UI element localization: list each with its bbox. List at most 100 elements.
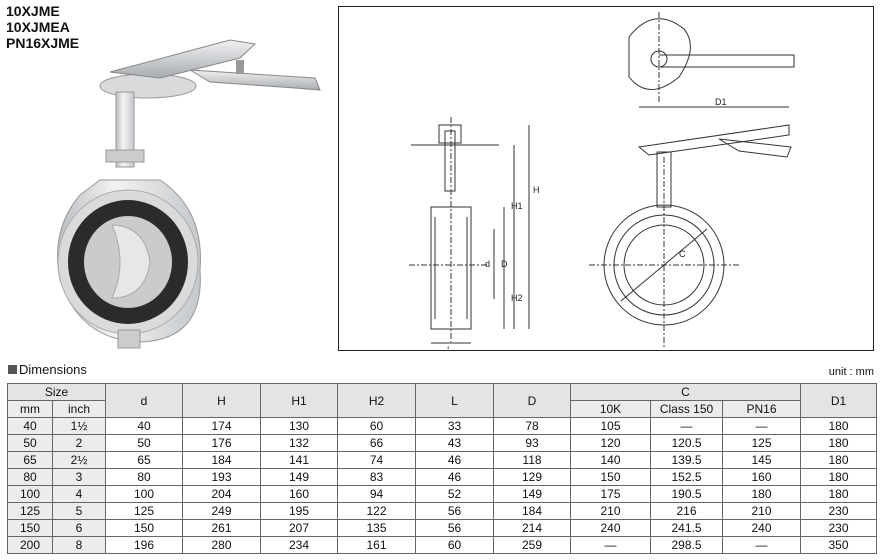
unit-label: unit : mm xyxy=(828,366,874,378)
cell-h2: 161 xyxy=(337,536,416,554)
cell-h: 193 xyxy=(182,468,261,486)
cell-inch: 8 xyxy=(52,536,106,554)
cell-inch: 3 xyxy=(52,468,106,486)
label-h1: H1 xyxy=(511,201,523,211)
cell-c-class150: 298.5 xyxy=(650,536,723,554)
cell-c-10k: 175 xyxy=(570,485,651,503)
col-header-h: H xyxy=(182,383,261,418)
cell-c-10k: 140 xyxy=(570,451,651,469)
cell-c-class150: 241.5 xyxy=(650,519,723,537)
cell-d: 50 xyxy=(105,434,183,452)
col-header-mm: mm xyxy=(7,400,53,418)
cell-mm: 150 xyxy=(7,519,53,537)
dimension-drawing: H H1 H2 d D L D1 C xyxy=(338,6,874,355)
cell-d: 80 xyxy=(105,468,183,486)
model-list: 10XJME 10XJMEA PN16XJME xyxy=(6,3,79,51)
cell-c-10k: 210 xyxy=(570,502,651,520)
label-d-large: D xyxy=(501,259,508,269)
cell-h1: 160 xyxy=(260,485,338,503)
model-name: 10XJMEA xyxy=(6,19,70,35)
cell-inch: 4 xyxy=(52,485,106,503)
cell-c-class150: 152.5 xyxy=(650,468,723,486)
cell-dd: 214 xyxy=(493,519,571,537)
cell-h1: 195 xyxy=(260,502,338,520)
cell-mm: 125 xyxy=(7,502,53,520)
label-d-small: d xyxy=(485,259,490,269)
cell-d1: 180 xyxy=(800,434,878,452)
label-d1: D1 xyxy=(715,97,727,107)
cell-h1: 149 xyxy=(260,468,338,486)
col-header-c-10k: 10K xyxy=(570,400,651,418)
table-row: 80 3 80 193 149 83 46 129 150 152.5 160 … xyxy=(7,468,878,486)
cell-h1: 132 xyxy=(260,434,338,452)
cell-h2: 74 xyxy=(337,451,416,469)
table-row: 200 8 196 280 234 161 60 259 — 298.5 — 3… xyxy=(7,536,878,554)
col-header-d: d xyxy=(105,383,183,418)
col-header-dd: D xyxy=(493,383,571,418)
cell-c-pn16: 210 xyxy=(721,502,802,520)
section-marker-icon xyxy=(8,365,17,374)
col-header-h1: H1 xyxy=(260,383,338,418)
cell-d1: 180 xyxy=(800,468,878,486)
cell-h2: 60 xyxy=(337,417,416,435)
label-c: C xyxy=(679,249,686,259)
cell-d: 150 xyxy=(105,519,183,537)
cell-c-class150: 190.5 xyxy=(650,485,723,503)
cell-h: 204 xyxy=(182,485,261,503)
label-h: H xyxy=(533,185,540,195)
table-row: 50 2 50 176 132 66 43 93 120 120.5 125 1… xyxy=(7,434,878,452)
cell-mm: 40 xyxy=(7,417,53,435)
drawing-svg: H H1 H2 d D L D1 C xyxy=(409,12,795,355)
cell-d1: 350 xyxy=(800,536,878,554)
col-header-size: Size xyxy=(7,383,106,401)
cell-d: 125 xyxy=(105,502,183,520)
cell-dd: 93 xyxy=(493,434,571,452)
cell-l: 46 xyxy=(415,468,494,486)
label-h2: H2 xyxy=(511,293,523,303)
cell-inch: 6 xyxy=(52,519,106,537)
cell-c-pn16: 125 xyxy=(721,434,802,452)
table-row: 100 4 100 204 160 94 52 149 175 190.5 18… xyxy=(7,485,878,503)
col-header-c-class150: Class 150 xyxy=(650,400,723,418)
table-row: 150 6 150 261 207 135 56 214 240 241.5 2… xyxy=(7,519,878,537)
cell-h1: 234 xyxy=(260,536,338,554)
cell-c-class150: 216 xyxy=(650,502,723,520)
cell-inch: 2 xyxy=(52,434,106,452)
cell-d: 40 xyxy=(105,417,183,435)
col-header-d1: D1 xyxy=(800,383,878,418)
cell-h1: 130 xyxy=(260,417,338,435)
cell-h: 184 xyxy=(182,451,261,469)
col-header-l: L xyxy=(415,383,494,418)
cell-mm: 80 xyxy=(7,468,53,486)
col-header-inch: inch xyxy=(52,400,106,418)
label-l: L xyxy=(447,345,452,349)
cell-dd: 118 xyxy=(493,451,571,469)
cell-d1: 180 xyxy=(800,485,878,503)
cell-h1: 207 xyxy=(260,519,338,537)
model-name: PN16XJME xyxy=(6,35,80,51)
cell-c-class150: 120.5 xyxy=(650,434,723,452)
cell-c-pn16: 160 xyxy=(721,468,802,486)
cell-c-pn16: 145 xyxy=(721,451,802,469)
cell-l: 56 xyxy=(415,519,494,537)
cell-h2: 122 xyxy=(337,502,416,520)
section-title: Dimensions xyxy=(8,362,87,377)
cell-h2: 135 xyxy=(337,519,416,537)
cell-c-pn16: 240 xyxy=(721,519,802,537)
cell-h: 174 xyxy=(182,417,261,435)
cell-c-pn16: 180 xyxy=(721,485,802,503)
cell-inch: 1½ xyxy=(52,417,106,435)
cell-d1: 230 xyxy=(800,502,878,520)
cell-d1: 180 xyxy=(800,417,878,435)
cell-dd: 184 xyxy=(493,502,571,520)
cell-l: 46 xyxy=(415,451,494,469)
cell-dd: 149 xyxy=(493,485,571,503)
cell-inch: 2½ xyxy=(52,451,106,469)
cell-l: 60 xyxy=(415,536,494,554)
cell-h: 280 xyxy=(182,536,261,554)
cell-dd: 78 xyxy=(493,417,571,435)
col-header-c-pn16: PN16 xyxy=(721,400,802,418)
cell-c-10k: 105 xyxy=(570,417,651,435)
cell-dd: 129 xyxy=(493,468,571,486)
cell-d: 196 xyxy=(105,536,183,554)
